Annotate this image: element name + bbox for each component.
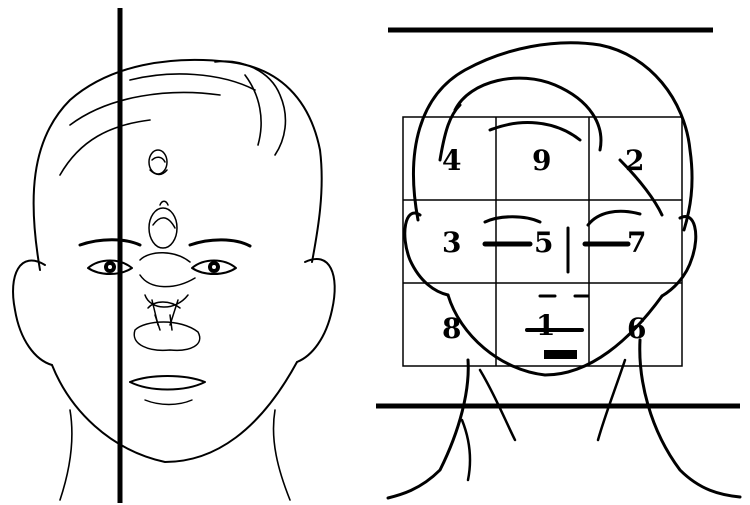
left-ear-right xyxy=(297,259,335,362)
right-neck xyxy=(388,340,740,498)
reflex-figure-nose xyxy=(134,201,200,350)
left-face-panel xyxy=(13,8,335,503)
right-eyebrow-left xyxy=(485,217,540,222)
left-chin-line xyxy=(145,400,192,405)
grid-cell-r2c2: 5 xyxy=(534,226,553,259)
grid-cell-r1c2: 9 xyxy=(532,144,551,177)
left-eyebrow-left xyxy=(80,240,140,245)
left-mouth xyxy=(130,376,205,390)
left-eyebrow-right xyxy=(190,240,250,246)
grid-cell-r1c3: 2 xyxy=(625,144,644,177)
reflex-figure-forehead xyxy=(149,150,167,175)
left-neck xyxy=(60,410,290,500)
grid-cell-r2c1: 3 xyxy=(442,226,461,259)
left-ear-left xyxy=(13,261,52,365)
right-neck-muscles xyxy=(462,360,625,480)
right-chin-mark xyxy=(544,350,577,359)
right-eyebrow-right xyxy=(588,211,640,225)
right-ear-right xyxy=(662,216,696,296)
grid-cell-r2c3: 7 xyxy=(627,226,646,259)
right-face-panel: 4 9 2 3 5 7 8 1 6 xyxy=(376,30,740,498)
grid-cell-r3c2: 1 xyxy=(536,309,555,342)
left-hair-strands xyxy=(60,61,285,175)
grid-cell-r3c1: 8 xyxy=(442,312,461,345)
grid-cell-r1c1: 4 xyxy=(442,144,461,177)
right-head-outline xyxy=(413,43,692,230)
left-eye-left xyxy=(88,261,132,275)
left-eye-right xyxy=(192,261,236,275)
grid-cell-r3c3: 6 xyxy=(627,312,646,345)
